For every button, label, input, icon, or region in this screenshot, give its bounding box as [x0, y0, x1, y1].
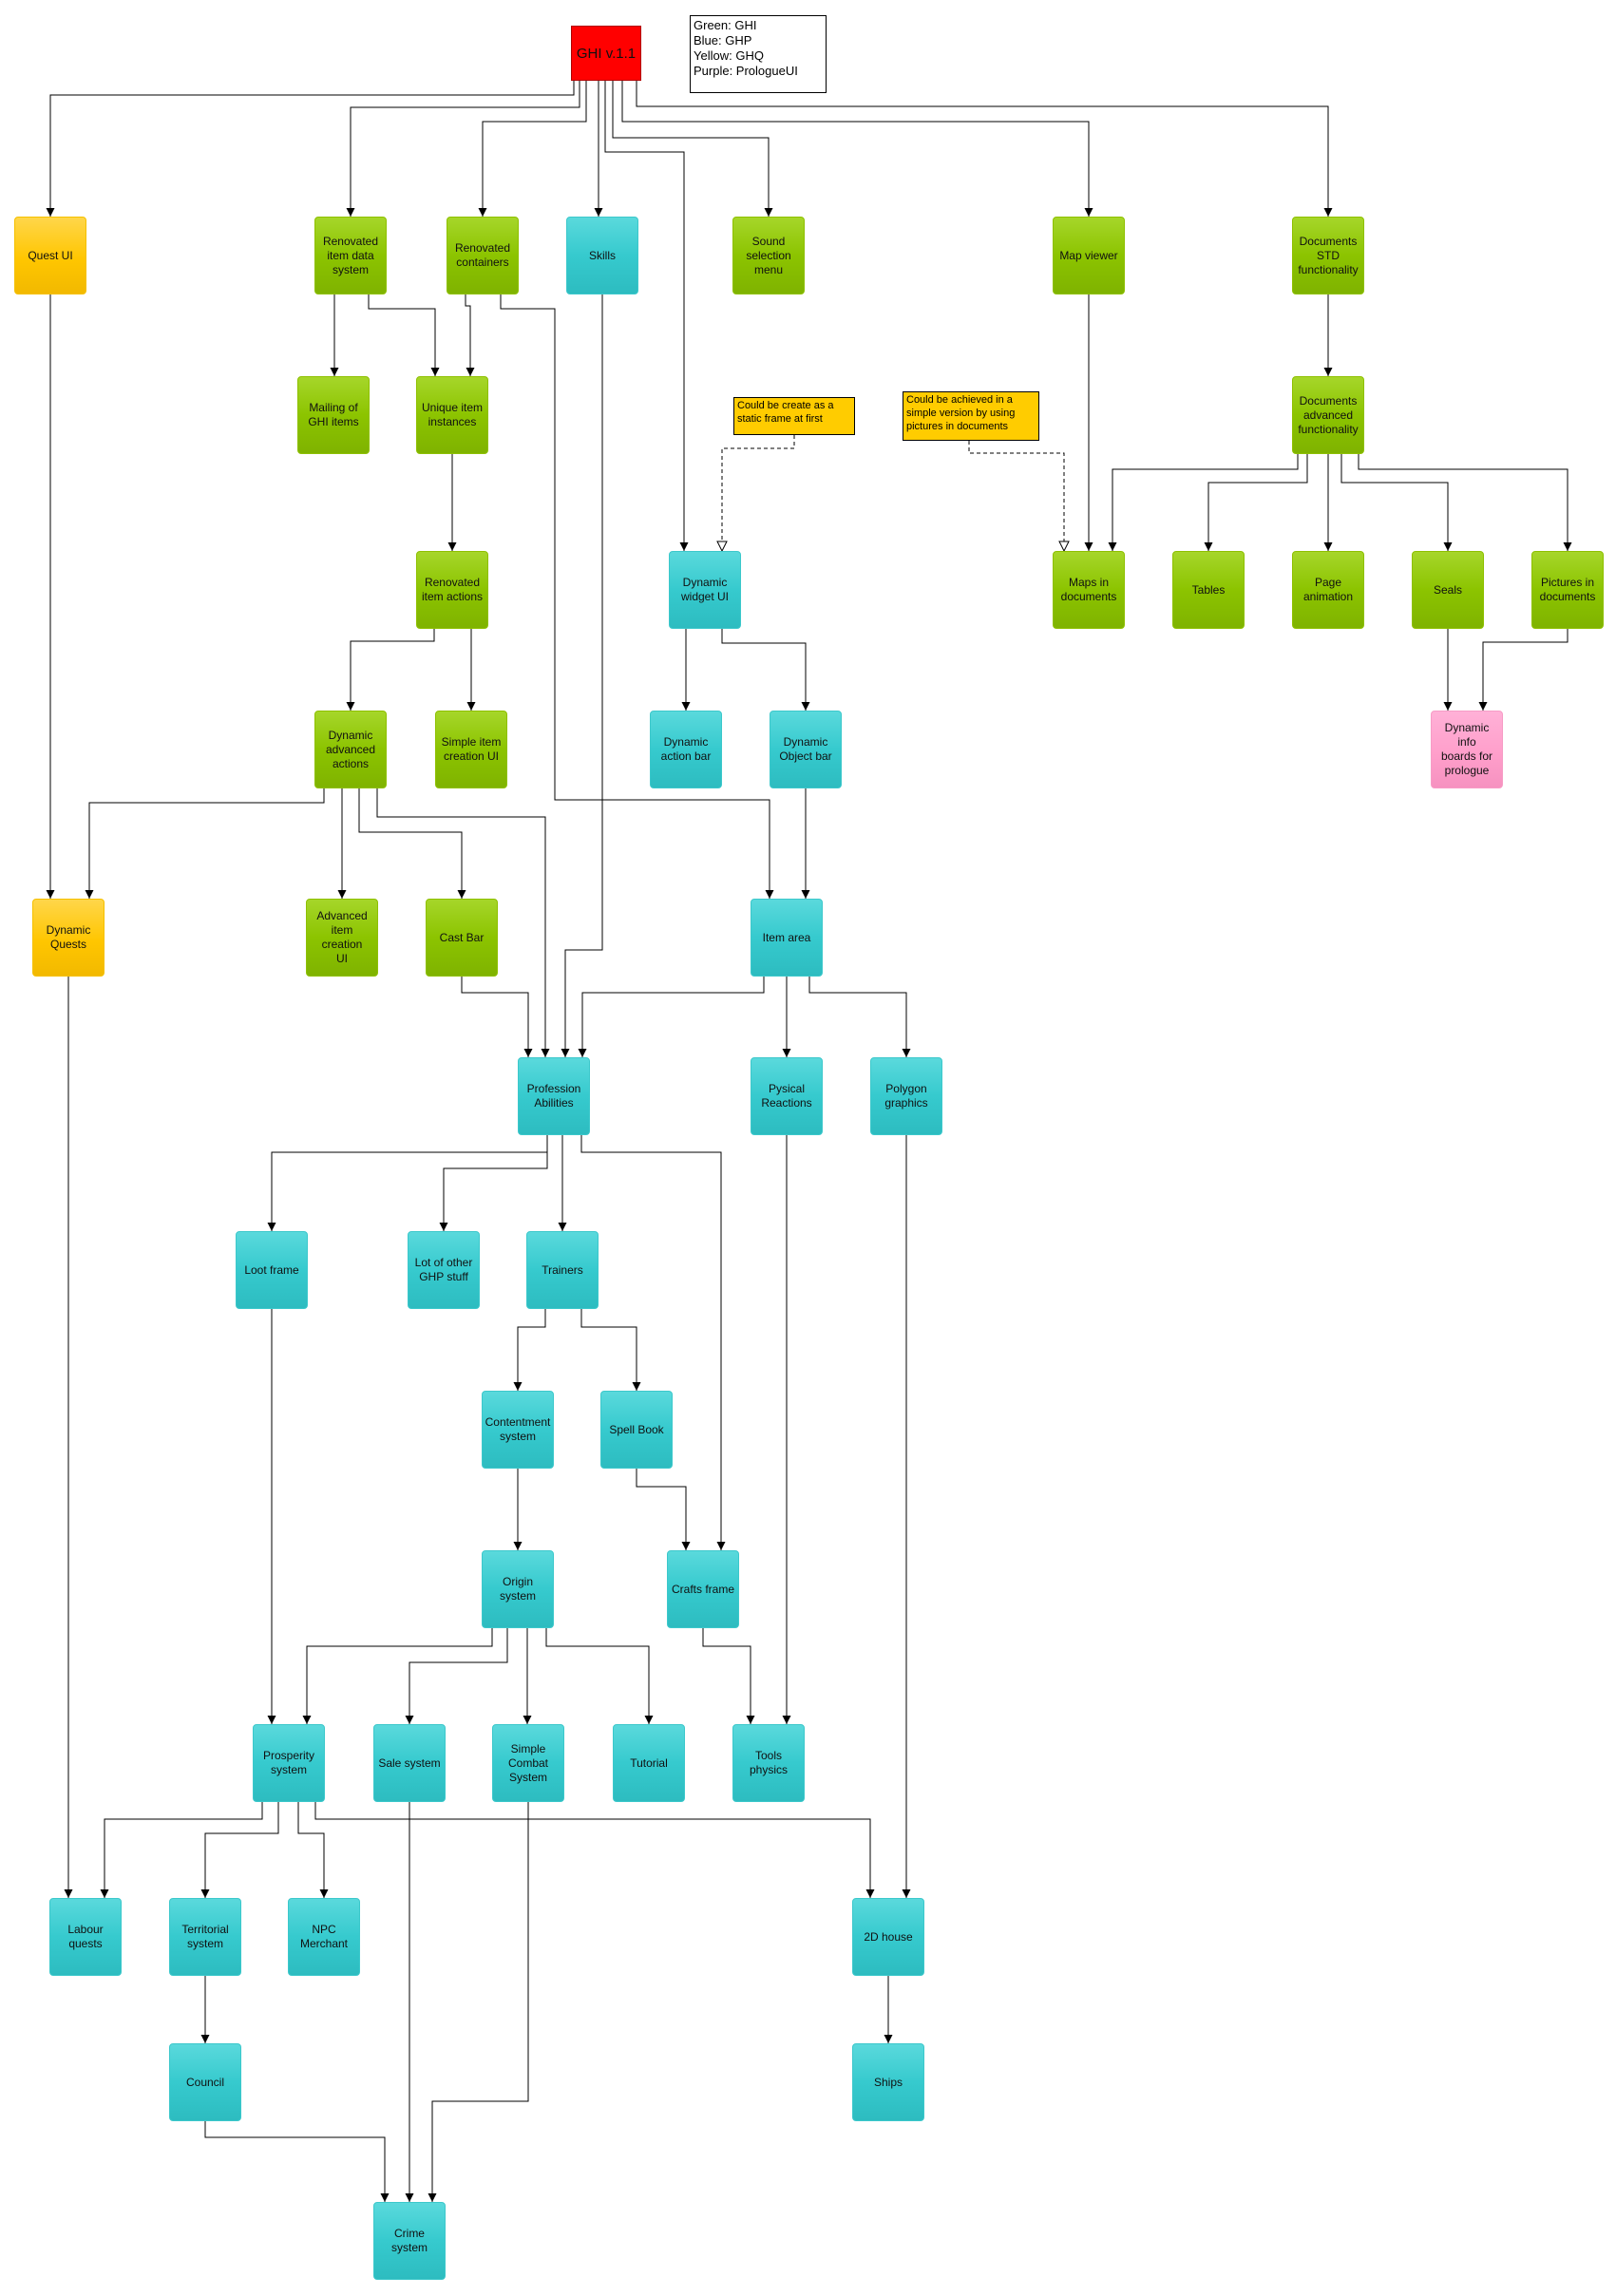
edge-dynamic_object_bar-to-item_area	[561, 294, 603, 1057]
edge-skills-to-profession_abilities	[461, 977, 533, 1057]
legend-item-green: Green: GHI	[694, 18, 757, 32]
edge-spell_book-to-crafts_frame	[302, 1628, 493, 1724]
edge-documents_adv-to-tables	[1204, 454, 1308, 551]
edge-renovated_containers-to-item_area	[500, 294, 774, 899]
edge-profession_abilities-to-loot_frame	[439, 1135, 548, 1231]
legend-item-blue: Blue: GHP	[694, 33, 752, 47]
edge-profession_abilities-to-trainers	[580, 1135, 726, 1550]
node-documents-std: Documents STD functionality	[1292, 217, 1364, 294]
edge-root-to-dynamic_widget	[604, 81, 689, 551]
legend-item-yellow: Yellow: GHQ	[694, 48, 764, 63]
edge-root-to-documents_std	[636, 81, 1333, 217]
edge-prosperity-to-labour_quests	[200, 1802, 279, 1898]
node-dynamic-info-boards: Dynamic info boards for prologue	[1431, 711, 1503, 788]
node-profession-abilities: Profession Abilities	[518, 1057, 590, 1135]
edge-house_2d-to-ships	[204, 2121, 390, 2202]
node-polygon-graphics: Polygon graphics	[870, 1057, 942, 1135]
node-spell-book: Spell Book	[600, 1391, 673, 1469]
node-adv-item-creation: Advanced item creation UI	[306, 899, 378, 977]
node-tables: Tables	[1172, 551, 1245, 629]
node-lot-of-other: Lot of other GHP stuff	[408, 1231, 480, 1309]
edge-profession_abilities-to-crafts_frame	[513, 1309, 546, 1391]
node-renovated-item-data: Renovated item data system	[314, 217, 387, 294]
edge-root-to-sound_selection	[612, 81, 773, 217]
note-simple-version: Could be achieved in a simple version by…	[903, 391, 1039, 441]
edge-documents_adv-to-pictures_in_docs	[1358, 454, 1572, 551]
node-documents-adv: Documents advanced functionality	[1292, 376, 1364, 454]
node-dynamic-quests: Dynamic Quests	[32, 899, 105, 977]
edge-renovated_containers-to-unique_instances	[465, 294, 475, 376]
edge-cast_bar-to-profession_abilities	[578, 977, 765, 1057]
edge-root-to-renovated_containers	[478, 81, 587, 217]
node-pictures-in-docs: Pictures in documents	[1531, 551, 1604, 629]
edge-documents_adv-to-maps_in_docs	[1108, 454, 1299, 551]
node-unique-instances: Unique item instances	[416, 376, 488, 454]
edge-sale_system-to-crime	[428, 1802, 529, 2202]
node-root: GHI v.1.1	[571, 26, 641, 81]
edge-pictures_in_docs-to-dynamic_info_boards	[1478, 629, 1568, 711]
edge-contentment-to-origin	[636, 1469, 691, 1550]
node-house-2d: 2D house	[852, 1898, 924, 1976]
edge-dynamic_adv_actions-to-cast_bar	[358, 788, 466, 899]
node-skills: Skills	[566, 217, 638, 294]
node-sound-selection: Sound selection menu	[732, 217, 805, 294]
node-tutorial: Tutorial	[613, 1724, 685, 1802]
node-map-viewer: Map viewer	[1053, 217, 1125, 294]
node-tools-physics: Tools physics	[732, 1724, 805, 1802]
node-item-area: Item area	[751, 899, 823, 977]
edge-dynamic_adv_actions-to-profession_abilities	[376, 788, 550, 1057]
note_simple_version-connector	[968, 441, 1064, 551]
edge-root-to-map_viewer	[621, 81, 1093, 217]
edge-origin-to-tutorial	[702, 1628, 755, 1724]
node-mailing: Mailing of GHI items	[297, 376, 370, 454]
node-ships: Ships	[852, 2043, 924, 2121]
edge-root-to-quest_ui	[46, 81, 575, 217]
node-dynamic-object-bar: Dynamic Object bar	[770, 711, 842, 788]
edge-trainers-to-contentment	[580, 1309, 641, 1391]
edge-prosperity-to-npc_merchant	[314, 1802, 875, 1898]
edge-origin-to-prosperity	[405, 1628, 508, 1724]
node-dynamic-action-bar: Dynamic action bar	[650, 711, 722, 788]
edge-renovated_item_data-to-unique_instances	[368, 294, 440, 376]
edge-documents_adv-to-seals	[1340, 454, 1453, 551]
node-simple-combat: Simple Combat System	[492, 1724, 564, 1802]
legend-box: Green: GHI Blue: GHP Yellow: GHQ Purple:…	[690, 15, 827, 93]
node-prosperity: Prosperity system	[253, 1724, 325, 1802]
node-dynamic-widget: Dynamic widget UI	[669, 551, 741, 629]
node-dynamic-adv-actions: Dynamic advanced actions	[314, 711, 387, 788]
edge-dynamic_adv_actions-to-dynamic_quests	[85, 788, 325, 899]
node-contentment: Contentment system	[482, 1391, 554, 1469]
node-seals: Seals	[1412, 551, 1484, 629]
edge-origin-to-simple_combat	[545, 1628, 654, 1724]
node-territorial: Territorial system	[169, 1898, 241, 1976]
node-crime: Crime system	[373, 2202, 446, 2280]
node-quest-ui: Quest UI	[14, 217, 86, 294]
node-pysical-reactions: Pysical Reactions	[751, 1057, 823, 1135]
node-council: Council	[169, 2043, 241, 2121]
note-static-frame: Could be create as a static frame at fir…	[733, 397, 855, 435]
node-sale-system: Sale system	[373, 1724, 446, 1802]
edge-dynamic_quests-to-labour_quests	[100, 1802, 263, 1898]
legend-item-purple: Purple: PrologueUI	[694, 64, 798, 78]
node-renovated-actions: Renovated item actions	[416, 551, 488, 629]
node-renovated-containers: Renovated containers	[447, 217, 519, 294]
node-trainers: Trainers	[526, 1231, 599, 1309]
edge-prosperity-to-territorial	[297, 1802, 329, 1898]
node-cast-bar: Cast Bar	[426, 899, 498, 977]
node-page-animation: Page animation	[1292, 551, 1364, 629]
edge-root-to-renovated_item_data	[346, 81, 580, 217]
note_static_frame-connector	[722, 435, 795, 551]
edge-item_area-to-pysical_reactions	[808, 977, 911, 1057]
edge-dynamic_widget-to-dynamic_object_bar	[721, 629, 810, 711]
node-npc-merchant: NPC Merchant	[288, 1898, 360, 1976]
edge-renovated_actions-to-dynamic_adv_actions	[346, 629, 435, 711]
node-origin: Origin system	[482, 1550, 554, 1628]
node-crafts-frame: Crafts frame	[667, 1550, 739, 1628]
node-maps-in-docs: Maps in documents	[1053, 551, 1125, 629]
node-labour-quests: Labour quests	[49, 1898, 122, 1976]
node-simple-item-creation: Simple item creation UI	[435, 711, 507, 788]
node-loot-frame: Loot frame	[236, 1231, 308, 1309]
